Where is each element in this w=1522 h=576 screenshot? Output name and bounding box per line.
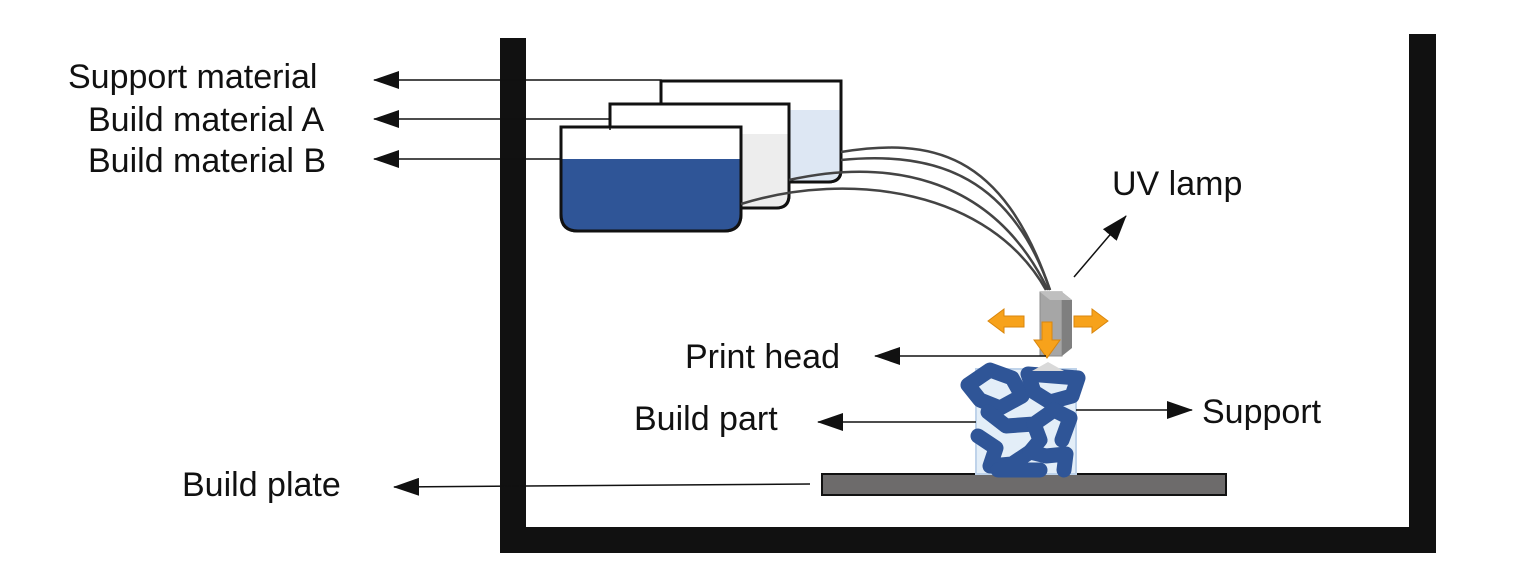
container-build-material-b <box>559 125 743 233</box>
feed-tubes <box>740 146 1052 291</box>
label-support-material: Support material <box>68 58 317 96</box>
label-build-part: Build part <box>634 400 778 438</box>
label-build-material-b: Build material B <box>88 142 326 180</box>
label-support: Support <box>1202 393 1322 431</box>
uv-emission-glow <box>1032 362 1064 371</box>
label-uv-lamp: UV lamp <box>1112 165 1242 203</box>
label-build-plate: Build plate <box>182 466 341 504</box>
leader-lines <box>373 71 1193 496</box>
orange-motion-arrows <box>987 308 1109 359</box>
label-build-material-a: Build material A <box>88 101 325 139</box>
label-print-head: Print head <box>685 338 840 376</box>
build-part <box>960 362 1086 478</box>
